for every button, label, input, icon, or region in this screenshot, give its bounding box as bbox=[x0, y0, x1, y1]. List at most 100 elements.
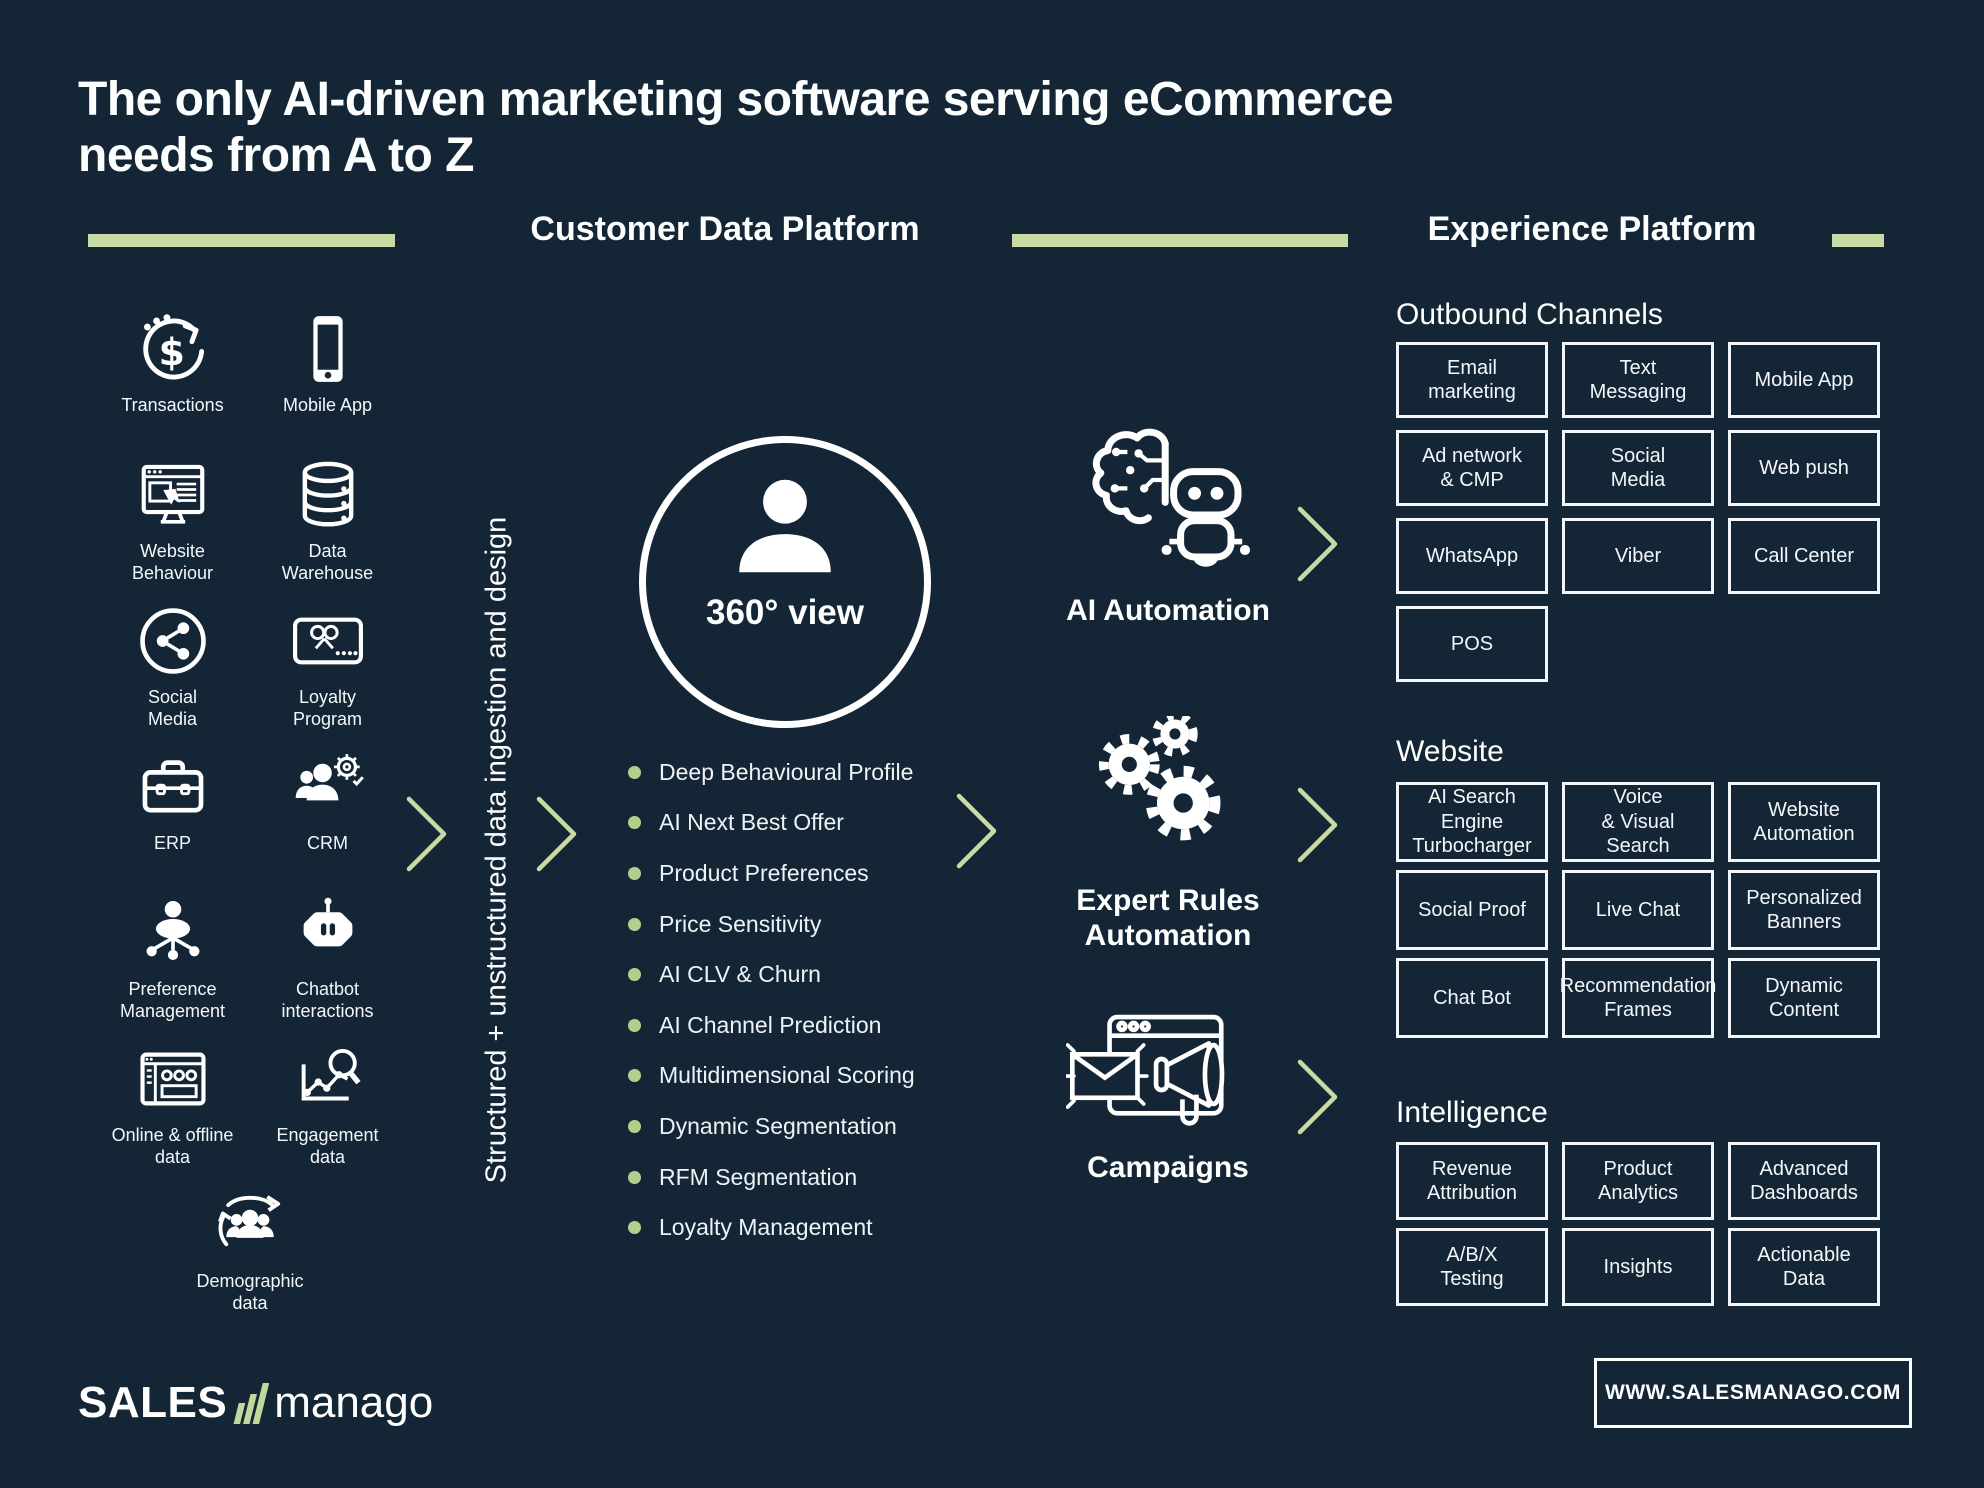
profile-item-label: Dynamic Segmentation bbox=[659, 1112, 897, 1139]
intelligence-heading: Intelligence bbox=[1396, 1096, 1548, 1129]
social-media-icon bbox=[134, 600, 212, 682]
logo-bars-icon bbox=[233, 1378, 270, 1424]
profile-item-ai-next-best-offer: AI Next Best Offer bbox=[628, 798, 915, 849]
profile-item-rfm-segmentation: RFM Segmentation bbox=[628, 1152, 915, 1203]
flow-chevron-icon bbox=[1297, 505, 1339, 583]
demographic-data-icon bbox=[209, 1184, 291, 1266]
erp-icon bbox=[134, 746, 212, 828]
intelligence-box-advanced-dashboards: Advanced Dashboards bbox=[1728, 1142, 1880, 1220]
data-source-label: Preference Management bbox=[119, 979, 226, 1021]
intelligence-box-a-b-x-testing: A/B/X Testing bbox=[1396, 1228, 1548, 1306]
expert-rules-block: Expert Rules Automation bbox=[1038, 711, 1298, 953]
data-source-social-media: Social Media bbox=[95, 600, 250, 746]
logo-sales-text: SALES bbox=[78, 1378, 228, 1427]
profile-item-label: Product Preferences bbox=[659, 859, 869, 886]
flow-chevron-icon bbox=[406, 795, 448, 873]
profile-item-label: Price Sensitivity bbox=[659, 910, 822, 937]
outbound-box-ad-network-cmp: Ad network & CMP bbox=[1396, 430, 1548, 506]
profile-item-label: Multidimensional Scoring bbox=[659, 1062, 915, 1089]
campaigns-block: Campaigns bbox=[1028, 1014, 1308, 1185]
data-source-label: Mobile App bbox=[282, 395, 373, 415]
website-box-voice-visual-search: Voice & Visual Search bbox=[1562, 782, 1714, 862]
profile-item-dynamic-segmentation: Dynamic Segmentation bbox=[628, 1101, 915, 1152]
data-source-erp: ERP bbox=[95, 746, 250, 892]
outbound-box-whatsapp: WhatsApp bbox=[1396, 518, 1548, 594]
profile-item-label: AI Channel Prediction bbox=[659, 1011, 882, 1038]
campaigns-icon bbox=[1063, 1014, 1271, 1140]
profile-capability-list: Deep Behavioural Profile AI Next Best Off… bbox=[628, 747, 915, 1253]
bullet-dot-icon bbox=[628, 866, 641, 880]
expert-rules-label: Expert Rules Automation bbox=[1076, 884, 1260, 953]
website-box-website-automation: Website Automation bbox=[1728, 782, 1880, 862]
outbound-box-mobile-app: Mobile App bbox=[1728, 342, 1880, 418]
ingestion-axis-label: Structured + unstructured data ingestion… bbox=[480, 516, 513, 1184]
website-heading: Website bbox=[1396, 735, 1504, 768]
flow-chevron-icon bbox=[1297, 1058, 1339, 1136]
website-url-button[interactable]: WWW.SALESMANAGO.COM bbox=[1594, 1358, 1912, 1428]
profile-item-price-sensitivity: Price Sensitivity bbox=[628, 899, 915, 950]
website-box-ai-search-engine-turbocharger: AI Search Engine Turbocharger bbox=[1396, 782, 1548, 862]
ai-automation-label: AI Automation bbox=[1066, 594, 1270, 627]
data-source-mobile-app: Mobile App bbox=[250, 308, 405, 454]
intelligence-box-revenue-attribution: Revenue Attribution bbox=[1396, 1142, 1548, 1220]
website-box-dynamic-content: Dynamic Content bbox=[1728, 958, 1880, 1038]
outbound-box-email-marketing: Email marketing bbox=[1396, 342, 1548, 418]
mobile-app-icon bbox=[289, 308, 367, 390]
flow-chevron-icon bbox=[536, 795, 578, 873]
view-360-label: 360° view bbox=[706, 593, 864, 632]
bullet-dot-icon bbox=[628, 1170, 641, 1184]
data-source-transactions: $Transactions bbox=[95, 308, 250, 454]
profile-item-loyalty-management: Loyalty Management bbox=[628, 1202, 915, 1253]
data-source-loyalty-program: Loyalty Program bbox=[250, 600, 405, 746]
website-box-chat-bot: Chat Bot bbox=[1396, 958, 1548, 1038]
data-source-label: Online & offline data bbox=[111, 1125, 234, 1167]
data-warehouse-icon bbox=[289, 454, 367, 536]
loyalty-program-icon bbox=[289, 600, 367, 682]
outbound-box-text-messaging: Text Messaging bbox=[1562, 342, 1714, 418]
data-source-crm: CRM bbox=[250, 746, 405, 892]
data-source-engagement-data: Engagement data bbox=[250, 1038, 405, 1184]
customer-data-platform-heading: Customer Data Platform bbox=[530, 210, 920, 248]
preference-management-icon bbox=[134, 892, 212, 974]
data-source-label: Loyalty Program bbox=[292, 687, 363, 729]
bullet-dot-icon bbox=[628, 1018, 641, 1032]
page-title: The only AI-driven marketing software se… bbox=[78, 73, 1394, 183]
experience-platform-heading: Experience Platform bbox=[1427, 210, 1757, 248]
cdp-divider-line bbox=[88, 234, 395, 247]
website-box-recommendation-frames: Recommendation Frames bbox=[1560, 958, 1716, 1038]
intelligence-box-product-analytics: Product Analytics bbox=[1562, 1142, 1714, 1220]
ai-automation-icon bbox=[1084, 424, 1252, 583]
bullet-dot-icon bbox=[628, 917, 641, 931]
data-source-preference-management: Preference Management bbox=[95, 892, 250, 1038]
campaigns-label: Campaigns bbox=[1087, 1151, 1249, 1184]
data-source-label: Demographic data bbox=[196, 1271, 304, 1313]
profile-item-deep-behavioural-profile: Deep Behavioural Profile bbox=[628, 747, 915, 798]
ai-automation-block: AI Automation bbox=[1038, 424, 1298, 628]
data-source-label: Engagement data bbox=[276, 1125, 379, 1167]
svg-text:$: $ bbox=[158, 330, 184, 374]
website-box-personalized-banners: Personalized Banners bbox=[1728, 870, 1880, 950]
bullet-dot-icon bbox=[628, 816, 641, 830]
salesmanago-logo: SALES manago bbox=[78, 1378, 433, 1425]
transactions-icon: $ bbox=[134, 308, 212, 390]
data-source-website-behaviour: Website Behaviour bbox=[95, 454, 250, 600]
outbound-box-call-center: Call Center bbox=[1728, 518, 1880, 594]
data-source-label: Data Warehouse bbox=[281, 541, 374, 583]
bullet-dot-icon bbox=[628, 1069, 641, 1083]
intelligence-box-actionable-data: Actionable Data bbox=[1728, 1228, 1880, 1306]
profile-item-ai-clv-churn: AI CLV & Churn bbox=[628, 949, 915, 1000]
data-source-chatbot-interactions: Chatbot interactions bbox=[250, 892, 405, 1038]
bullet-dot-icon bbox=[628, 765, 641, 779]
data-source-label: Chatbot interactions bbox=[281, 979, 374, 1021]
profile-item-ai-channel-prediction: AI Channel Prediction bbox=[628, 1000, 915, 1051]
outbound-box-social-media: Social Media bbox=[1562, 430, 1714, 506]
data-source-online-offline-data: Online & offline data bbox=[95, 1038, 250, 1184]
experience-divider-line bbox=[1012, 234, 1348, 247]
bullet-dot-icon bbox=[628, 1221, 641, 1235]
profile-item-label: Deep Behavioural Profile bbox=[659, 758, 914, 785]
flow-chevron-icon bbox=[1297, 786, 1339, 864]
data-source-data-warehouse: Data Warehouse bbox=[250, 454, 405, 600]
